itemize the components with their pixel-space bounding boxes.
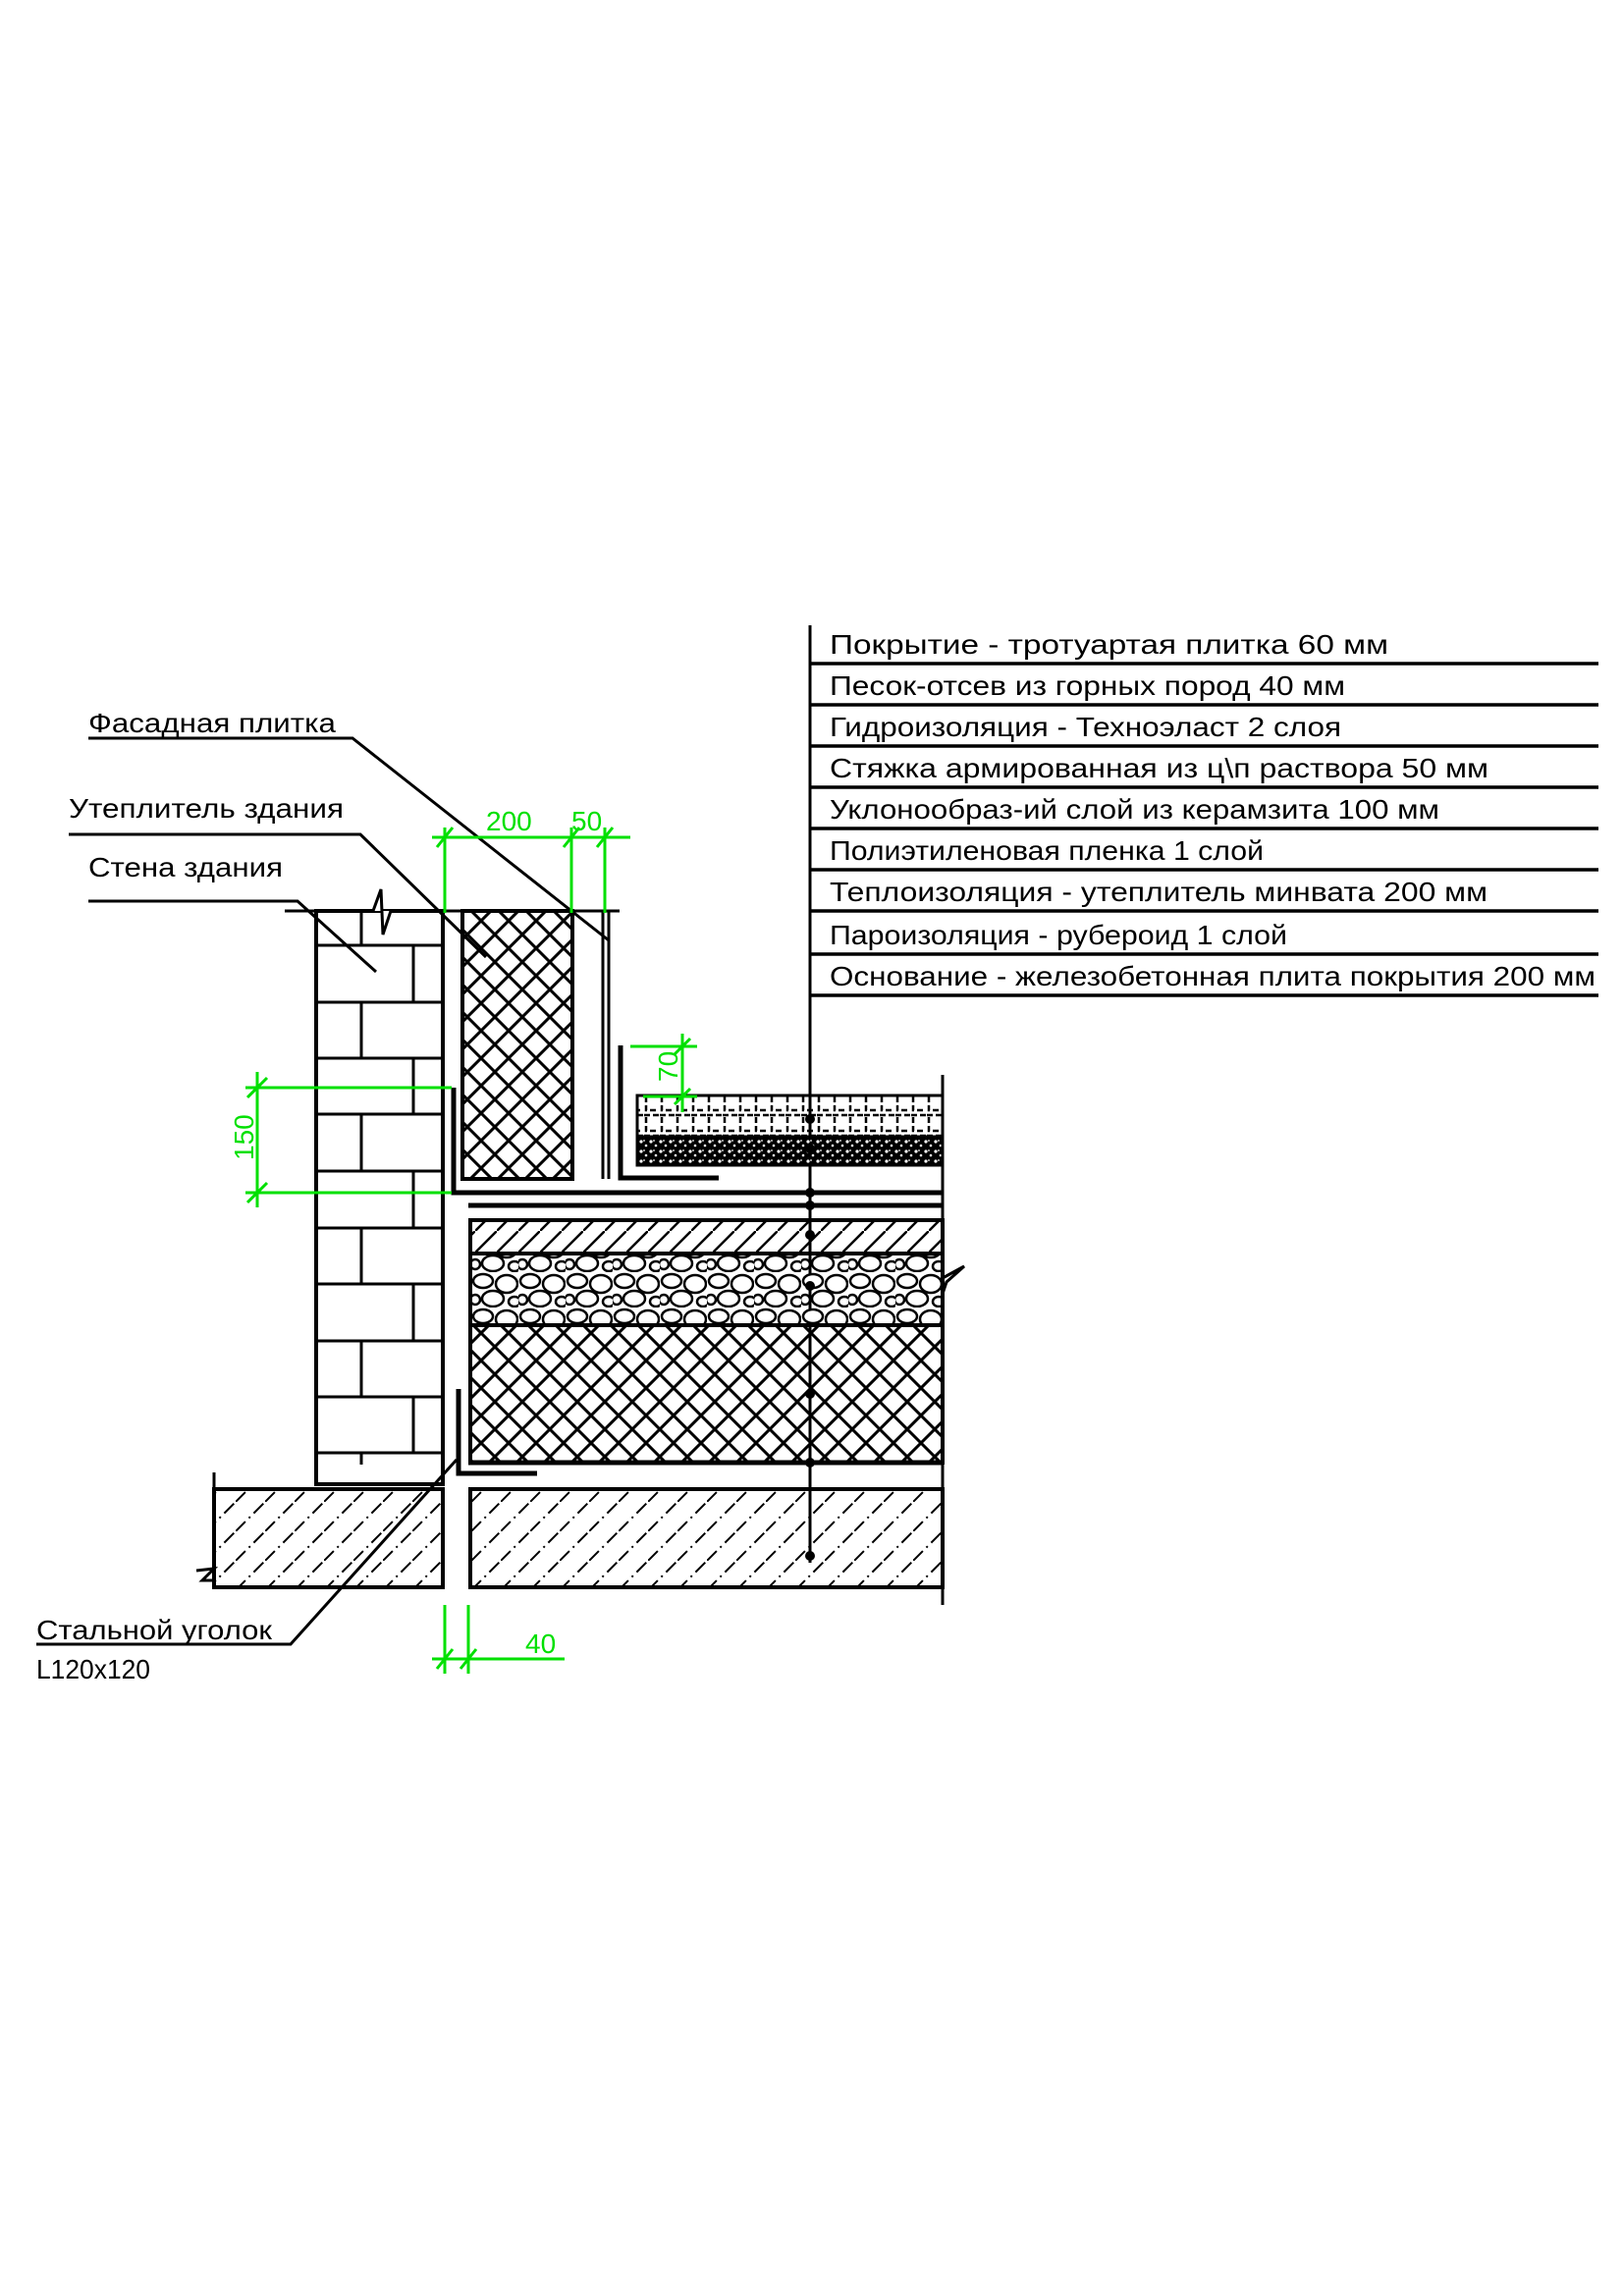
facade-tile-label: Фасадная плитка: [88, 708, 336, 738]
layers-table: Покрытие - тротуартая плитка 60 мм Песок…: [808, 625, 1598, 1563]
break-symbol: [195, 1472, 219, 1582]
dimension-top: 200 50: [432, 806, 630, 913]
layer-label: Уклонообраз-ий слой из керамзита 100 мм: [830, 794, 1439, 825]
dimension-70: 70: [630, 1034, 697, 1112]
mineral-wool-layer: [468, 1323, 945, 1465]
dim-200: 200: [486, 806, 532, 836]
break-symbol: [941, 1264, 965, 1295]
dim-150: 150: [229, 1114, 259, 1160]
layer-label: Покрытие - тротуартая плитка 60 мм: [830, 629, 1388, 660]
table-rule-lines: [810, 662, 1598, 997]
callout-facade-tile: Фасадная плитка: [88, 708, 610, 942]
paving-tile-layer: [635, 1094, 945, 1139]
facade-tile: [601, 911, 611, 1179]
wall-label: Стена здания: [88, 852, 283, 882]
leader-dots: [805, 1114, 815, 1561]
layer-label: Гидроизоляция - Техноэласт 2 слоя: [830, 712, 1341, 742]
screed-layer: [468, 1218, 945, 1255]
concrete-slab-right: [468, 1487, 945, 1589]
layer-label: Теплоизоляция - утеплитель минвата 200 м…: [830, 877, 1488, 907]
layer-label: Пароизоляция - рубероид 1 слой: [830, 920, 1287, 950]
dimension-40: 40: [432, 1605, 565, 1674]
callout-wall: Стена здания: [88, 852, 378, 974]
steel-angle-size: L120x120: [36, 1654, 150, 1684]
dim-50: 50: [571, 806, 602, 836]
layer-label: Полиэтиленовая пленка 1 слой: [830, 835, 1264, 866]
sand-layer: [635, 1135, 945, 1167]
wall-insulation: [460, 909, 574, 1181]
callout-insulation: Утеплитель здания: [69, 793, 488, 959]
steel-angle-label: Стальной уголок: [36, 1615, 273, 1645]
break-symbol: [371, 888, 393, 935]
callout-steel-angle: Стальной уголок L120x120: [36, 1458, 459, 1684]
insulation-label: Утеплитель здания: [69, 793, 344, 824]
layer-label: Основание - железобетонная плита покрыти…: [830, 961, 1596, 991]
concrete-slab-left: [212, 1487, 445, 1589]
dim-70: 70: [653, 1051, 683, 1082]
layer-label: Песок-отсев из горных пород 40 мм: [830, 670, 1345, 701]
expanded-clay-layer: [468, 1252, 945, 1327]
dimension-150: 150: [229, 1072, 452, 1207]
layer-label: Стяжка армированная из ц\п раствора 50 м…: [830, 753, 1488, 783]
dim-40: 40: [525, 1629, 556, 1659]
